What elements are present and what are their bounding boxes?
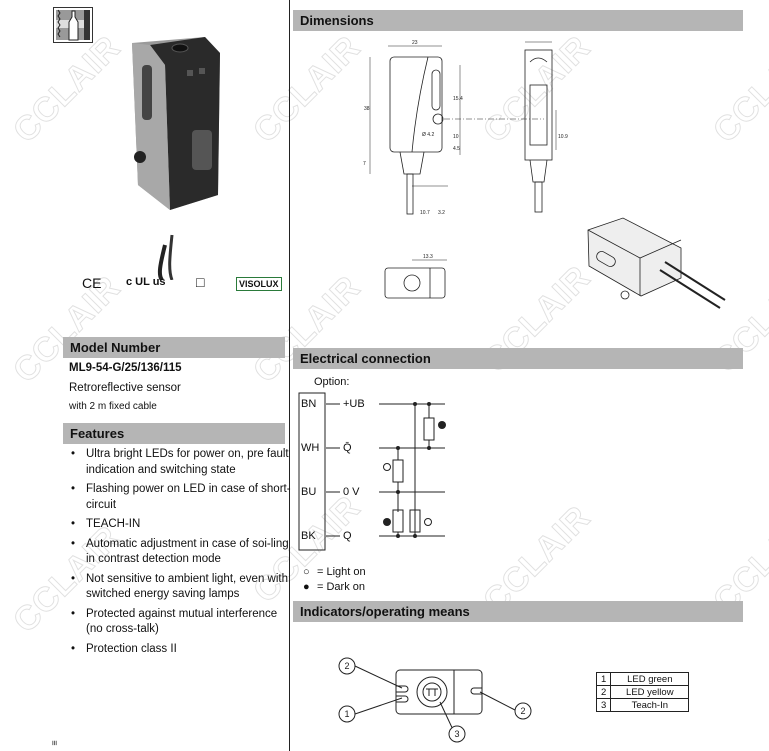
dim-cable-w: 3.2 — [438, 210, 445, 216]
protection-class-ii-mark: □ — [196, 274, 205, 290]
dim-cable: 7 — [363, 161, 366, 167]
row-number: 1 — [595, 672, 612, 686]
light-on-dot — [383, 463, 391, 471]
row-label: Teach-In — [610, 698, 690, 712]
feature-item: Protection class II — [66, 642, 291, 658]
dim-side: 10.9 — [558, 134, 568, 140]
row-label: LED yellow — [610, 685, 690, 699]
dark-on-dot — [438, 421, 446, 429]
callout-1: 1 — [344, 709, 349, 719]
legend-light-on-symbol: ○ — [303, 566, 310, 578]
feature-item: Flashing power on LED in case of short-c… — [66, 482, 291, 513]
dark-on-dot — [383, 518, 391, 526]
pin-signal-ub: +UB — [343, 398, 365, 410]
dim-cable-x: 10.7 — [420, 210, 430, 216]
watermark: CCLAIR — [245, 28, 368, 151]
retroreflective-bottle-icon — [53, 7, 93, 43]
dimensions-drawing: 23 11 38 15.4 10 4.5 7 Ø 4.2 10.9 10.7 3… — [363, 40, 726, 309]
dim-height: 38 — [364, 106, 370, 112]
wiring-diagram — [298, 392, 446, 551]
indicator-drawing: 2 1 3 2 — [338, 657, 532, 743]
dim-depth: 11 — [535, 40, 540, 42]
pin-signal-q: Q — [343, 530, 352, 542]
features-list: Ultra bright LEDs for power on, pre faul… — [66, 447, 291, 661]
light-on-dot — [424, 518, 432, 526]
features-header: Features — [63, 423, 285, 444]
row-number: 3 — [595, 698, 612, 712]
description-line-2: with 2 m fixed cable — [69, 401, 157, 412]
dim-top-w: 13.3 — [423, 254, 433, 260]
model-number: ML9-54-G/25/136/115 — [69, 362, 182, 374]
callout-2: 2 — [520, 706, 525, 716]
dim-bottom: 4.5 — [453, 146, 460, 152]
legend-dark-on-symbol: ● — [303, 581, 310, 593]
feature-item: Automatic adjustment in case of soi-ling… — [66, 537, 291, 568]
callout-3: 3 — [454, 729, 459, 739]
visolux-logo: VISOLUX — [236, 277, 282, 291]
pin-signal-qbar: Q̄ — [343, 442, 352, 454]
pin-signal-0v: 0 V — [343, 486, 360, 498]
indicators-header: Indicators/operating means — [293, 601, 743, 622]
dim-width: 23 — [412, 40, 418, 46]
dim-hole-offset: 10 — [453, 134, 459, 140]
feature-item: TEACH-IN — [66, 517, 291, 533]
feature-item: Protected against mutual interference (n… — [66, 607, 291, 638]
dim-window: 15.4 — [453, 96, 463, 102]
product-photo — [132, 37, 220, 280]
column-divider — [289, 0, 290, 751]
dim-hole-dia: Ø 4.2 — [422, 132, 434, 138]
description-line-1: Retroreflective sensor — [69, 382, 181, 394]
ul-mark: c UL us — [126, 276, 166, 288]
option-label: Option: — [314, 376, 350, 388]
legend-light-on: = Light on — [317, 566, 366, 578]
pin-wire-bu: BU — [301, 486, 317, 498]
footer-mark: ≡ — [49, 740, 60, 746]
feature-item: Not sensitive to ambient light, even wit… — [66, 572, 291, 603]
row-number: 2 — [595, 685, 612, 699]
legend-dark-on: = Dark on — [317, 581, 365, 593]
callout-2: 2 — [344, 661, 349, 671]
model-number-header: Model Number — [63, 337, 285, 358]
pin-wire-wh: WH — [301, 442, 320, 454]
pin-wire-bn: BN — [301, 398, 317, 410]
feature-item: Ultra bright LEDs for power on, pre faul… — [66, 447, 291, 478]
dimensions-header: Dimensions — [293, 10, 743, 31]
ce-mark: CE — [82, 275, 102, 291]
row-label: LED green — [610, 672, 690, 686]
electrical-connection-header: Electrical connection — [293, 348, 743, 369]
pin-wire-bk: BK — [301, 530, 316, 542]
